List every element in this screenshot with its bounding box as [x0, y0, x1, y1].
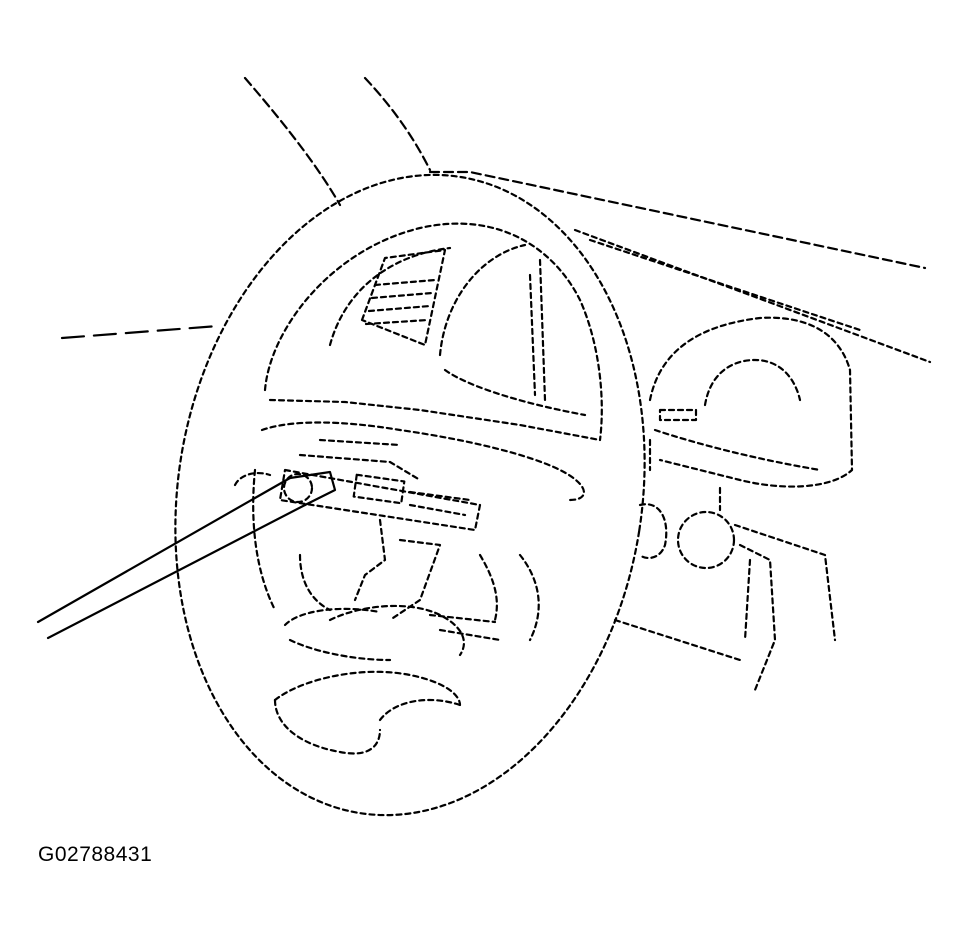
airbag-connector — [233, 438, 482, 532]
windshield-pillar — [243, 76, 432, 207]
steering-wheel-pad-upper — [263, 222, 603, 442]
screwdriver-tool — [36, 470, 337, 640]
center-line-marker — [60, 324, 220, 340]
figure-id-label: G02788431 — [38, 843, 153, 866]
steering-wheel-rim-outer — [174, 173, 646, 817]
steering-wheel-lower-cover — [273, 670, 462, 755]
steering-wheel-hub — [252, 421, 586, 662]
steering-column-switch — [613, 486, 837, 692]
pad-vent-grille — [360, 248, 447, 347]
instrument-cluster — [648, 316, 854, 488]
dashboard-top-edge — [428, 170, 932, 364]
